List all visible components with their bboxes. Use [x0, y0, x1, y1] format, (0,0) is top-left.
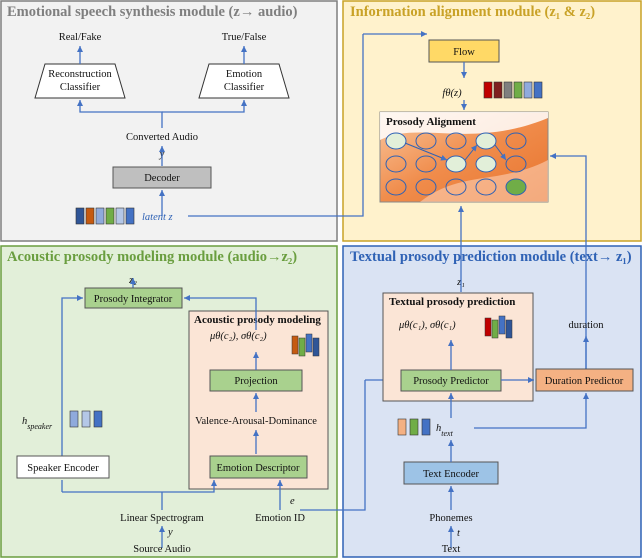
- text-label: Text: [442, 544, 461, 555]
- converted-audio-label: Converted Audio: [126, 132, 198, 143]
- f-theta-vector-icon: [483, 81, 543, 99]
- emotion-classifier: Emotion Classifier: [198, 63, 290, 99]
- prosody-alignment-box: Prosody Alignment: [379, 111, 549, 203]
- panel-title-emotional: Emotional speech synthesis module (z→ au…: [7, 4, 298, 20]
- speaker-encoder-label: Speaker Encoder: [27, 463, 99, 474]
- acoustic-mu-sigma-label: μθ(c₂), σθ(c₂): [209, 331, 267, 342]
- panel-emotional-synthesis: Emotional speech synthesis module (z→ au…: [0, 0, 338, 242]
- emotion-classifier-line1: Emotion: [226, 69, 263, 80]
- emotion-id-label: Emotion ID: [255, 513, 305, 524]
- textual-mu-sigma-label: μθ(c₁), σθ(c₁): [398, 320, 456, 331]
- textual-prosody-prediction-label: Textual prosody prediction: [389, 296, 515, 308]
- linear-spectrogram-label: Linear Spectrogram: [120, 513, 204, 524]
- prosody-alignment-label: Prosody Alignment: [386, 116, 476, 128]
- h-speaker-vector-icon: [69, 410, 103, 428]
- flow-label: Flow: [453, 47, 475, 58]
- reconstruction-classifier-line2: Classifier: [60, 82, 101, 93]
- source-audio-label: Source Audio: [133, 544, 190, 555]
- flow-box: Flow: [428, 39, 500, 63]
- h-text-vector-icon: [397, 418, 431, 436]
- panel-title-acoustic: Acoustic prosody modeling module (audio→…: [7, 249, 297, 265]
- latent-z-vector-icon: [75, 207, 135, 225]
- acoustic-prosody-modeling-group: Acoustic prosody modeling μθ(c₂), σθ(c₂)…: [188, 310, 329, 490]
- decoder-box: Decoder: [112, 166, 212, 189]
- emotion-descriptor-box: Emotion Descriptor: [209, 455, 308, 479]
- true-false-label: True/False: [222, 32, 267, 43]
- reconstruction-classifier: Reconstruction Classifier: [34, 63, 126, 99]
- alignment-grid: [385, 132, 527, 196]
- speaker-encoder-box: Speaker Encoder: [16, 455, 110, 479]
- decoder-label: Decoder: [144, 173, 180, 184]
- duration-predictor-label: Duration Predictor: [545, 376, 624, 387]
- prosody-integrator-label: Prosody Integrator: [94, 294, 173, 305]
- text-encoder-label: Text Encoder: [423, 469, 480, 480]
- textual-prosody-prediction-group: Textual prosody prediction μθ(c₁), σθ(c₁…: [382, 292, 534, 402]
- vad-label: Valence-Arousal-Dominance: [195, 416, 317, 427]
- projection-box: Projection: [209, 369, 303, 392]
- textual-distribution-icon: [484, 315, 513, 339]
- emotion-descriptor-label: Emotion Descriptor: [216, 463, 300, 474]
- panel-title-textual: Textual prosody prediction module (text→…: [350, 249, 632, 265]
- h-text-label: htext: [436, 423, 454, 438]
- phonemes-label: Phonemes: [429, 513, 472, 524]
- prosody-integrator-box: Prosody Integrator: [84, 287, 183, 309]
- reconstruction-classifier-line1: Reconstruction: [48, 69, 112, 80]
- e-label: e: [290, 496, 295, 507]
- panel-title-alignment: Information alignment module (z₁ & z₂): [350, 4, 595, 20]
- duration-predictor-box: Duration Predictor: [535, 368, 634, 392]
- text-encoder-box: Text Encoder: [403, 461, 499, 485]
- prosody-predictor-box: Prosody Predictor: [400, 369, 502, 392]
- emotion-classifier-line2: Classifier: [224, 82, 265, 93]
- duration-label: duration: [569, 320, 605, 331]
- prosody-predictor-label: Prosody Predictor: [413, 376, 489, 387]
- h-speaker-label: hspeaker: [22, 416, 53, 431]
- f-theta-label: fθ(z): [442, 88, 462, 99]
- real-fake-label: Real/Fake: [59, 32, 102, 43]
- t-label: t: [457, 528, 461, 539]
- latent-z-label: latent z: [142, 212, 173, 223]
- projection-label: Projection: [234, 376, 278, 387]
- y-label: y: [167, 527, 173, 538]
- acoustic-distribution-icon: [291, 333, 320, 357]
- acoustic-prosody-modeling-label: Acoustic prosody modeling: [194, 314, 321, 326]
